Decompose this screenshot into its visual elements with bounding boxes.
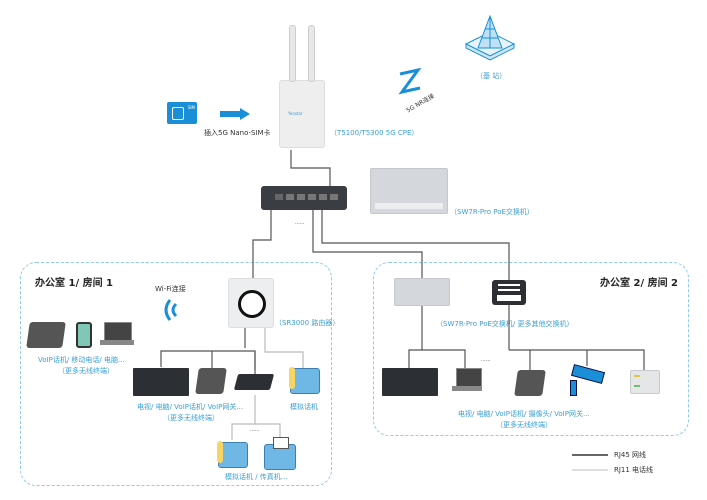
wire-o2-left-bus: [408, 349, 466, 372]
cpe-device: Yeastar: [279, 80, 325, 148]
wifi-icon: [164, 299, 178, 321]
sr3000-router: [228, 278, 274, 328]
mobile-phone-icon: [76, 322, 92, 348]
sw7r-pro-switch-office2: [394, 278, 450, 306]
voip-gateway-icon: [233, 374, 275, 390]
analog-phone-label: 模拟话机: [290, 403, 318, 411]
wireless-devices-label: VoIP话机/ 移动电话/ 电脑...: [38, 356, 125, 364]
office2-ellipsis: ......: [481, 357, 491, 363]
fax-icon: [264, 437, 296, 470]
analog-phone-icon: [289, 367, 320, 394]
office2-switches-label: （SW7R-Pro PoE交换机/ 更多其他交换机）: [436, 320, 574, 328]
tv-icon: [133, 368, 189, 396]
server-icon: [630, 370, 660, 394]
wire-gateway-fax: [255, 423, 281, 440]
wire-sr3000-analog: [264, 325, 304, 368]
laptop-icon: [456, 368, 482, 388]
base-station-icon: [464, 14, 516, 61]
core-switch-label: （SW7R-Pro PoE交换机）: [450, 208, 534, 216]
core-ellipsis: ......: [295, 220, 305, 226]
legend-rj11-label: RJ11 电话线: [614, 466, 654, 474]
wireless-devices-sub: （更多无线终端）: [58, 367, 114, 375]
office-2-zone: [373, 262, 689, 436]
5g-signal-icon: [398, 68, 422, 95]
camera-mount: [570, 380, 577, 396]
wire-cpe-router: [290, 150, 331, 195]
laptop-base: [452, 386, 482, 391]
wired-devices-sub: （更多无线终端）: [163, 414, 219, 422]
ethernet-switch-icon: [492, 280, 526, 305]
cpe-label: （T5100/T5300 5G CPE）: [330, 129, 419, 137]
base-station-label: （基 站）: [476, 72, 507, 80]
analog-phone-icon: [217, 441, 248, 468]
wired-devices-label: 电视/ 电脑/ VoIP话机/ VoIP网关...: [137, 403, 244, 411]
wifi-label: Wi-Fi连接: [155, 285, 186, 293]
tv-icon: [382, 368, 438, 396]
main-router: [261, 186, 347, 210]
office2-devices-label: 电视/ 电脑/ VoIP话机/ 摄像头/ VoIP网关...: [458, 410, 590, 418]
sr3000-label: （SR3000 路由器）: [275, 319, 340, 327]
sim-label: 插入5G Nano-SIM卡: [204, 129, 271, 137]
antenna-left: [289, 25, 296, 82]
sim-card-icon: SIM: [167, 102, 197, 124]
office-2-title: 办公室 2/ 房间 2: [600, 278, 679, 289]
laptop-base: [100, 340, 134, 345]
arrow-right-icon: [220, 108, 250, 120]
wire-gateway-analog: [231, 395, 256, 440]
wire-router-office2-switch2: [321, 205, 510, 282]
wire-router-sr3000: [252, 205, 272, 280]
voip-phone-icon: [195, 368, 227, 394]
office-1-zone: [20, 262, 332, 486]
office2-devices-sub: （更多无线终端）: [496, 421, 552, 429]
legend-rj45-label: RJ45 网线: [614, 451, 647, 459]
laptop-icon: [104, 322, 132, 342]
wire-o2-right-bus: [509, 349, 645, 370]
voip-phone-icon: [26, 322, 66, 348]
office-1-title: 办公室 1/ 房间 1: [35, 278, 114, 289]
wire-router-office2-switch: [312, 205, 423, 280]
antenna-right: [308, 25, 315, 82]
sw7r-pro-switch: [370, 168, 448, 214]
gateway-children-label: 模拟话机 / 传真机...: [225, 473, 288, 481]
gateway-ellipsis: ......: [250, 427, 260, 433]
voip-phone-icon: [514, 370, 546, 396]
